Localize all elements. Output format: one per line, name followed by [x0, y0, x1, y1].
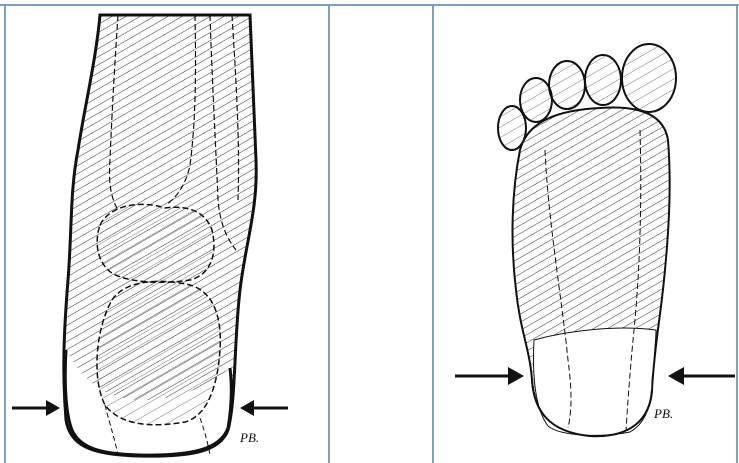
heel-pad-sole: [534, 328, 656, 435]
signature-left: PB.: [239, 430, 259, 445]
ankle-illustration: [64, 15, 256, 456]
second-toe: [585, 55, 621, 105]
left-arrow-inward: [12, 400, 60, 416]
right-arrow-inward: [240, 400, 288, 416]
talus-outline: [97, 204, 214, 282]
sole-left-arrow: [455, 367, 524, 385]
calcaneus-outline: [97, 281, 220, 424]
sole-right-arrow: [668, 367, 735, 385]
big-toe: [622, 44, 676, 112]
middle-toe: [549, 61, 585, 109]
signature-right: PB.: [653, 406, 673, 421]
fourth-toe: [520, 78, 552, 122]
foot-sole-illustration: [498, 44, 676, 436]
